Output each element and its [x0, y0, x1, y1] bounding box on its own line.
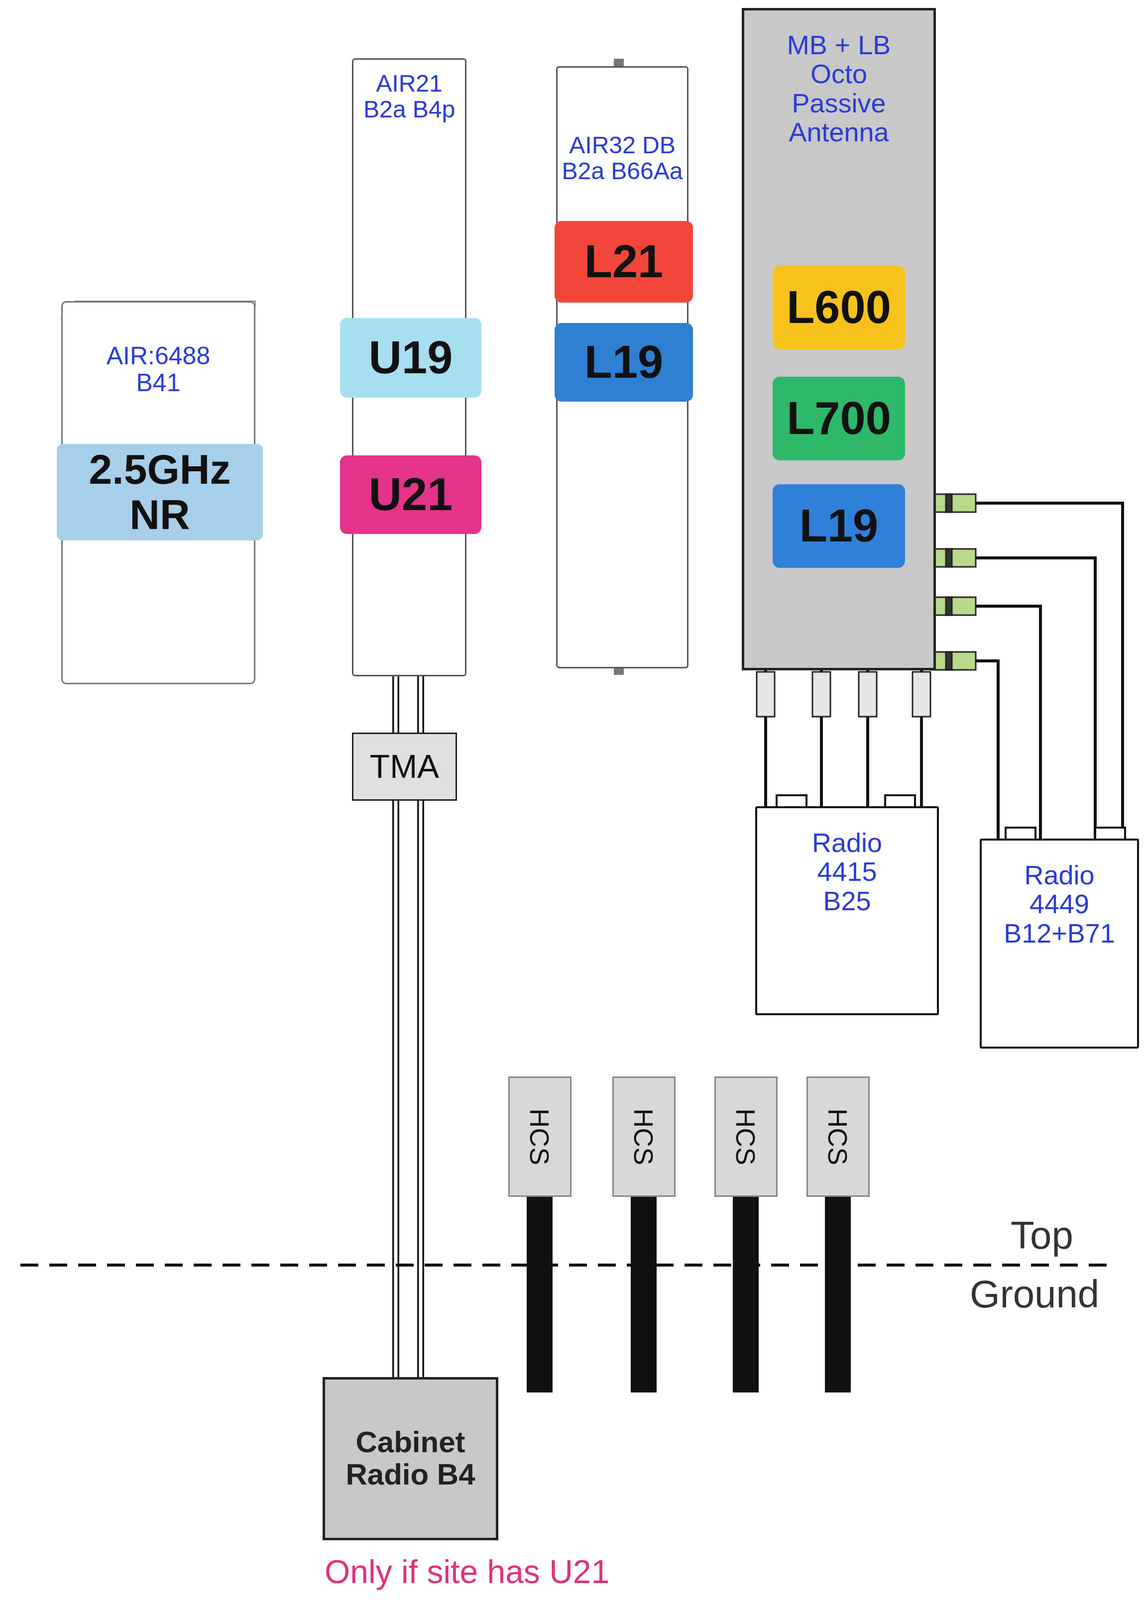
- octo-bottom-ports: [756, 672, 931, 717]
- tma-box: TMA: [351, 732, 458, 801]
- cable-outline: [417, 676, 425, 733]
- band-label: L19: [772, 484, 906, 569]
- cable-line: [935, 661, 999, 839]
- antenna-box: MB + LB Octo Passive AntennaL600L700L19: [741, 7, 936, 671]
- band-label: U21: [340, 455, 482, 535]
- octo-ports: [930, 494, 976, 671]
- node-text: Radio 4449 B12+B71: [999, 860, 1120, 948]
- cable-core: [394, 800, 398, 1378]
- cable-line: [935, 606, 1041, 839]
- antenna-box: AIR32 DB B2a B66AaL21L19: [556, 66, 689, 669]
- node-text: TMA: [369, 749, 440, 785]
- cabinet-box: Cabinet Radio B4: [322, 1377, 499, 1541]
- coax-cable: [420, 676, 422, 733]
- hcs-box: HCS: [714, 1076, 778, 1198]
- node-text: Cabinet Radio B4: [336, 1426, 486, 1492]
- cable-outline: [417, 800, 425, 1378]
- node-text: AIR32 DB B2a B66Aa: [560, 132, 685, 185]
- hcs-box: HCS: [806, 1076, 870, 1198]
- hcs-box: HCS: [612, 1076, 676, 1198]
- node-text: AIR21 B2a B4p: [355, 70, 463, 123]
- band-label: L19: [554, 323, 693, 402]
- level-label: Ground: [969, 1273, 1100, 1317]
- ground-line: [20, 1263, 1108, 1267]
- cable-core: [419, 800, 423, 1378]
- note-label: Only if site has U21: [324, 1554, 610, 1591]
- cable-label: HCS: [525, 1108, 555, 1166]
- band-label: L21: [554, 221, 693, 303]
- node-text: U21: [368, 469, 454, 520]
- band-label: L600: [772, 265, 906, 350]
- hcs-box: HCS: [508, 1076, 572, 1198]
- cable-core: [394, 676, 398, 733]
- node-text: L21: [584, 236, 664, 287]
- jumper-cable: [935, 661, 999, 839]
- hcs-cable: [526, 1197, 851, 1393]
- node-text: L700: [786, 393, 892, 444]
- coax-cable: [395, 676, 397, 733]
- jumper-cable: [935, 606, 1041, 839]
- node-text: MB + LB Octo Passive Antenna: [774, 30, 904, 147]
- cable-label: HCS: [823, 1108, 853, 1166]
- node-text: AIR:6488 B41: [91, 342, 226, 397]
- cable-outline: [392, 800, 400, 1378]
- band-label: L700: [772, 376, 906, 461]
- node-text: Radio 4415 B25: [803, 828, 891, 916]
- node-text: U19: [368, 333, 454, 383]
- level-label: Top: [1010, 1214, 1074, 1258]
- node-text: L19: [799, 501, 879, 551]
- radio-box: Radio 4449 B12+B71: [979, 838, 1140, 1049]
- node-text: L19: [584, 337, 664, 387]
- cable-label: HCS: [629, 1108, 659, 1166]
- coax-cable: [395, 800, 397, 1378]
- band-label: 2.5GHz NR: [56, 444, 263, 541]
- antenna-box: AIR21 B2a B4pU19U21: [351, 58, 467, 677]
- band-label: U19: [340, 318, 482, 398]
- cable-label: HCS: [731, 1108, 761, 1166]
- radio-box: Radio 4415 B25: [755, 806, 939, 1016]
- node-text: 2.5GHz NR: [72, 447, 247, 538]
- node-text: L600: [786, 282, 892, 333]
- cable-core: [419, 676, 423, 733]
- cable-outline: [392, 676, 400, 733]
- antenna-box: AIR:6488 B41 2.5GHz NR: [61, 301, 256, 685]
- coax-cable: [420, 800, 422, 1378]
